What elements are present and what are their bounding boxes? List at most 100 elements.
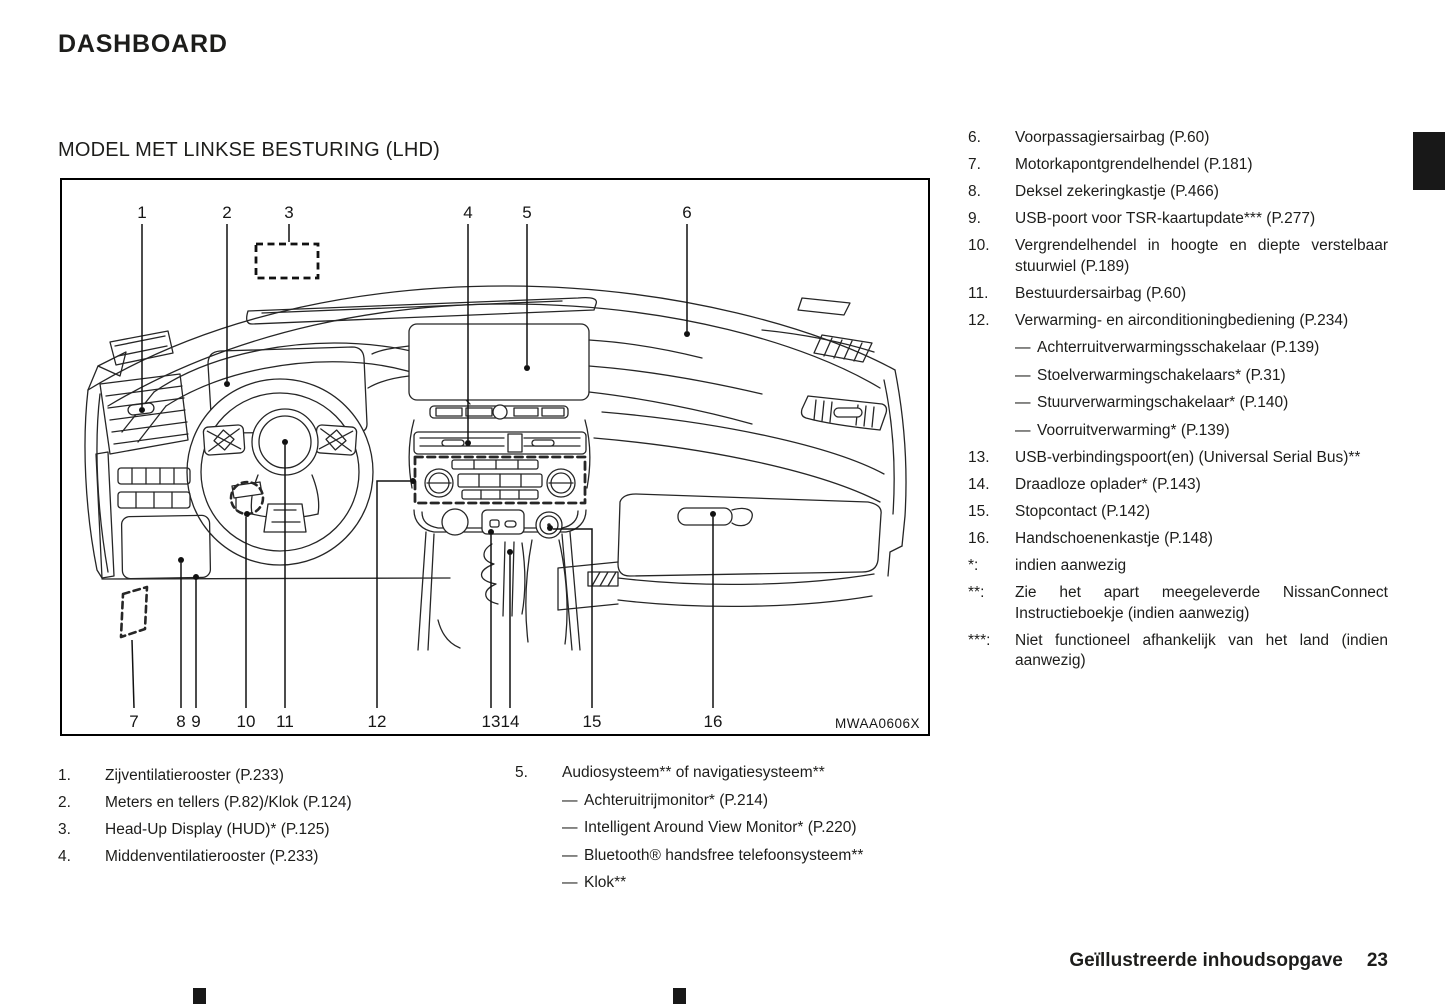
glovebox-handle	[677, 507, 733, 526]
steering-spoke-left	[202, 424, 246, 456]
callout-number-4: 4	[463, 203, 472, 222]
item-number: 14.	[968, 476, 990, 493]
legend-item-3: 3. Head-Up Display (HUD)* (P.125)	[58, 820, 488, 841]
note-text: Zie het apart meegeleverde NissanConnect…	[1015, 584, 1388, 622]
dash-bullet: —	[1015, 366, 1031, 384]
callout-number-13: 13	[482, 712, 501, 731]
item-number: 3.	[58, 821, 71, 838]
item-text: Motorkapontgrendelhendel (P.181)	[1015, 156, 1253, 173]
legend-item-12-sub-3: —Stuurverwarmingschakelaar* (P.140)	[1015, 393, 1388, 414]
hvac-controls	[413, 455, 587, 505]
callout-leaders	[131, 224, 716, 709]
item-number: 2.	[58, 794, 71, 811]
steering-wheel	[186, 378, 374, 566]
knee-panel	[120, 514, 212, 580]
item-text: Handschoenenkastje (P.148)	[1015, 530, 1213, 547]
legend-item-4: 4. Middenventilatierooster (P.233)	[58, 847, 488, 868]
item-text: USB-verbindingspoort(en) (Universal Seri…	[1015, 449, 1361, 466]
legend-item-13: 13. USB-verbindingspoort(en) (Universal S…	[968, 448, 1388, 469]
usb-panel	[481, 509, 525, 535]
passenger-dash	[557, 411, 885, 611]
print-registration-mark	[193, 988, 206, 1004]
callout-3-dashed-box	[254, 242, 320, 280]
item-text: Meters en tellers (P.82)/Klok (P.124)	[105, 794, 352, 811]
dash-bullet: —	[1015, 339, 1031, 356]
callout-number-1: 1	[137, 203, 146, 222]
callout-12-dashed-box	[413, 455, 587, 505]
dash-bullet: —	[1015, 421, 1031, 439]
callout-number-3: 3	[284, 203, 293, 222]
print-registration-mark	[673, 988, 686, 1004]
image-code: MWAA0606X	[835, 716, 920, 731]
item-text: Stopcontact (P.142)	[1015, 503, 1150, 520]
section-heading: MODEL MET LINKSE BESTURING (LHD)	[58, 139, 441, 161]
center-display	[367, 323, 763, 489]
subitem-text: Achterruitverwarmingsschakelaar (P.139)	[1037, 339, 1320, 356]
subitem-text: Achteruitrijmonitor* (P.214)	[584, 791, 769, 809]
item-number: 16.	[968, 530, 990, 547]
item-text: Audiosysteem** of navigatiesysteem**	[562, 764, 825, 781]
legend-item-12-sub-2: —Stoelverwarmingschakelaars* (P.31)	[1015, 366, 1388, 387]
footer-section-label: Geïllustreerde inhoudsopgave	[1069, 950, 1343, 971]
item-number: 10.	[968, 237, 990, 254]
item-number: 8.	[968, 183, 981, 200]
callout-number-6: 6	[682, 203, 691, 222]
dashboard-diagram: 1 2 3 4 5 6 7 8 9 10 11 12 13 14 15 16 M…	[84, 203, 920, 731]
legend-right-column: 6.Voorpassagiersairbag (P.60) 7.Motorkap…	[968, 128, 1388, 678]
callout-number-2: 2	[222, 203, 231, 222]
note-marker: **:	[968, 584, 985, 601]
legend-item-12-sub-1: — Achterruitverwarmingsschakelaar (P.139)	[1015, 338, 1388, 359]
note-marker: *:	[968, 557, 979, 574]
subitem-text: Klok**	[584, 874, 627, 891]
center-vent	[413, 431, 587, 455]
column-stalk	[229, 480, 265, 516]
item-text: Draadloze oplader* (P.143)	[1015, 476, 1201, 493]
legend-item-10: 10. Vergrendelhendel in hoogte en diepte …	[968, 236, 1388, 277]
item-number: 13.	[968, 449, 990, 466]
item-text: Head-Up Display (HUD)* (P.125)	[105, 821, 330, 838]
center-console	[413, 508, 587, 651]
legend-note-2: **: Zie het apart meegeleverde NissanConn…	[968, 583, 1388, 624]
note-text: Niet functioneel afhankelijk van het lan…	[1015, 631, 1388, 670]
item-number: 12.	[968, 311, 990, 329]
right-side-vent	[800, 395, 888, 431]
right-edge	[883, 369, 907, 577]
item-text: Vergrendelhendel in hoogte en diepte ver…	[1015, 237, 1388, 275]
legend-note-1: *:indien aanwezig	[968, 556, 1388, 577]
item-number: 1.	[58, 767, 71, 784]
right-upper-vent	[813, 334, 873, 363]
legend-item-5-sub-3: —Bluetooth® handsfree telefoonsysteem**	[562, 846, 955, 867]
legend-item-5-sub-4: — Klok**	[562, 873, 955, 894]
item-number: 5.	[515, 764, 528, 781]
legend-item-14: 14. Draadloze oplader* (P.143)	[968, 475, 1388, 496]
item-number: 15.	[968, 503, 990, 520]
glovebox	[617, 493, 882, 577]
callout-numbers: 1 2 3 4 5 6 7 8 9 10 11 12 13 14 15 16 M…	[129, 203, 920, 731]
legend-bottom-middle-column: 5. Audiosysteem** of navigatiesysteem** —…	[515, 763, 955, 901]
legend-item-12-sub-4: — Voorruitverwarming* (P.139)	[1015, 421, 1388, 442]
item-number: 4.	[58, 848, 71, 865]
item-number: 9.	[968, 210, 981, 227]
item-text: Verwarming- en airconditioningbediening …	[1015, 311, 1349, 329]
legend-item-15: 15. Stopcontact (P.142)	[968, 502, 1388, 523]
legend-item-11: 11.Bestuurdersairbag (P.60)	[968, 284, 1388, 305]
legend-item-1: 1. Zijventilatierooster (P.233)	[58, 766, 488, 787]
item-text: Middenventilatierooster (P.233)	[105, 848, 319, 865]
callout-number-16: 16	[704, 712, 723, 731]
legend-item-5-sub-2: —Intelligent Around View Monitor* (P.220…	[562, 818, 955, 839]
steering-spoke-right	[314, 424, 358, 456]
callout-number-15: 15	[583, 712, 602, 731]
item-text: Voorpassagiersairbag (P.60)	[1015, 129, 1210, 146]
subitem-text: Intelligent Around View Monitor* (P.220)	[584, 819, 857, 836]
callout-number-9: 9	[191, 712, 200, 731]
dash-bullet: —	[562, 874, 578, 891]
legend-item-16: 16. Handschoenenkastje (P.148)	[968, 529, 1388, 550]
footer-page-number: 23	[1366, 950, 1388, 971]
callout-number-7: 7	[129, 712, 138, 731]
subitem-text: Stuurverwarmingschakelaar* (P.140)	[1037, 394, 1289, 411]
legend-bottom-left-column: 1. Zijventilatierooster (P.233) 2. Meters …	[58, 766, 488, 874]
subitem-text: Voorruitverwarming* (P.139)	[1037, 421, 1230, 439]
legend-item-9: 9.USB-poort voor TSR-kaartupdate*** (P.2…	[968, 209, 1388, 230]
item-text: Zijventilatierooster (P.233)	[105, 767, 284, 784]
callout-number-8: 8	[176, 712, 185, 731]
